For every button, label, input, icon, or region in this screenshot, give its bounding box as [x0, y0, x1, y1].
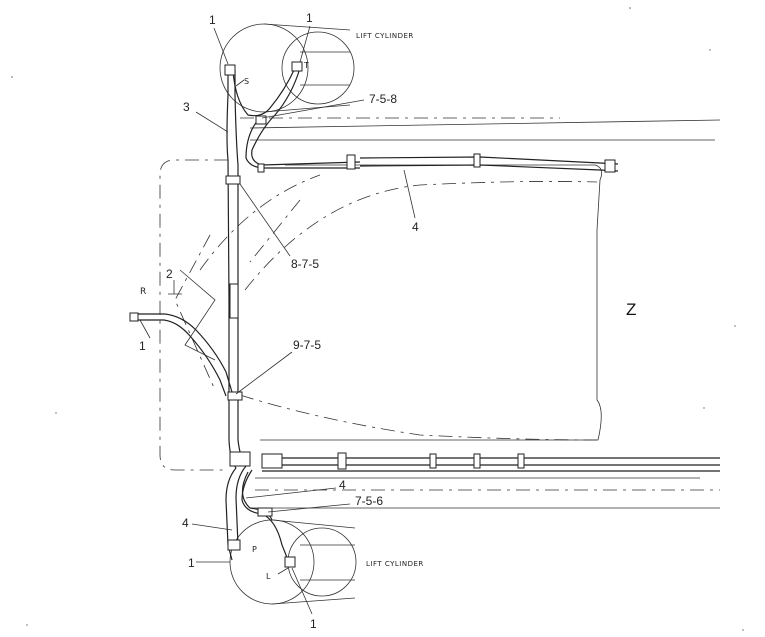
- callout-1-left: 1: [139, 339, 146, 353]
- leader-lines: [139, 25, 416, 615]
- callout-4-top: 4: [412, 220, 419, 234]
- callout-7-5-8: 7-5-8: [369, 92, 397, 106]
- callout-1-top-right: 1: [306, 11, 313, 25]
- callout-3: 3: [183, 100, 190, 114]
- frame-outline: [159, 117, 721, 509]
- callouts: 1 1 S T 3 7-5-8 4 8-7-5 2 R 1 9-7-5 Z 4 …: [139, 11, 636, 631]
- callout-1-bottom-left: 1: [188, 556, 195, 570]
- callout-1-top-left: 1: [209, 13, 216, 27]
- top-lift-cylinder: LIFT CYLINDER: [219, 23, 414, 113]
- callout-2: 2: [166, 267, 173, 281]
- callout-9-7-5: 9-7-5: [293, 338, 321, 352]
- bottom-lift-cylinder: LIFT CYLINDER: [229, 519, 424, 605]
- left-hose-r: [129, 312, 233, 397]
- port-s-label: S: [244, 77, 250, 86]
- top-long-hose: [346, 153, 619, 173]
- callout-4-bottom: 4: [182, 516, 189, 530]
- fittings: [224, 61, 303, 568]
- view-label-z: Z: [626, 300, 636, 319]
- port-l-label: L: [266, 572, 271, 581]
- top-cylinder-label: LIFT CYLINDER: [356, 32, 414, 40]
- callout-1-bottom: 1: [310, 617, 317, 631]
- port-t-label: T: [303, 61, 309, 70]
- bottom-cylinder-label: LIFT CYLINDER: [366, 560, 424, 568]
- port-r-label: R: [140, 287, 147, 297]
- bottom-long-hose: [261, 452, 720, 472]
- callout-8-7-5: 8-7-5: [291, 257, 319, 271]
- scan-speckles: [11, 7, 744, 631]
- port-p-label: P: [252, 545, 257, 554]
- callout-4-mid: 4: [339, 478, 346, 492]
- callout-7-5-6: 7-5-6: [355, 494, 383, 508]
